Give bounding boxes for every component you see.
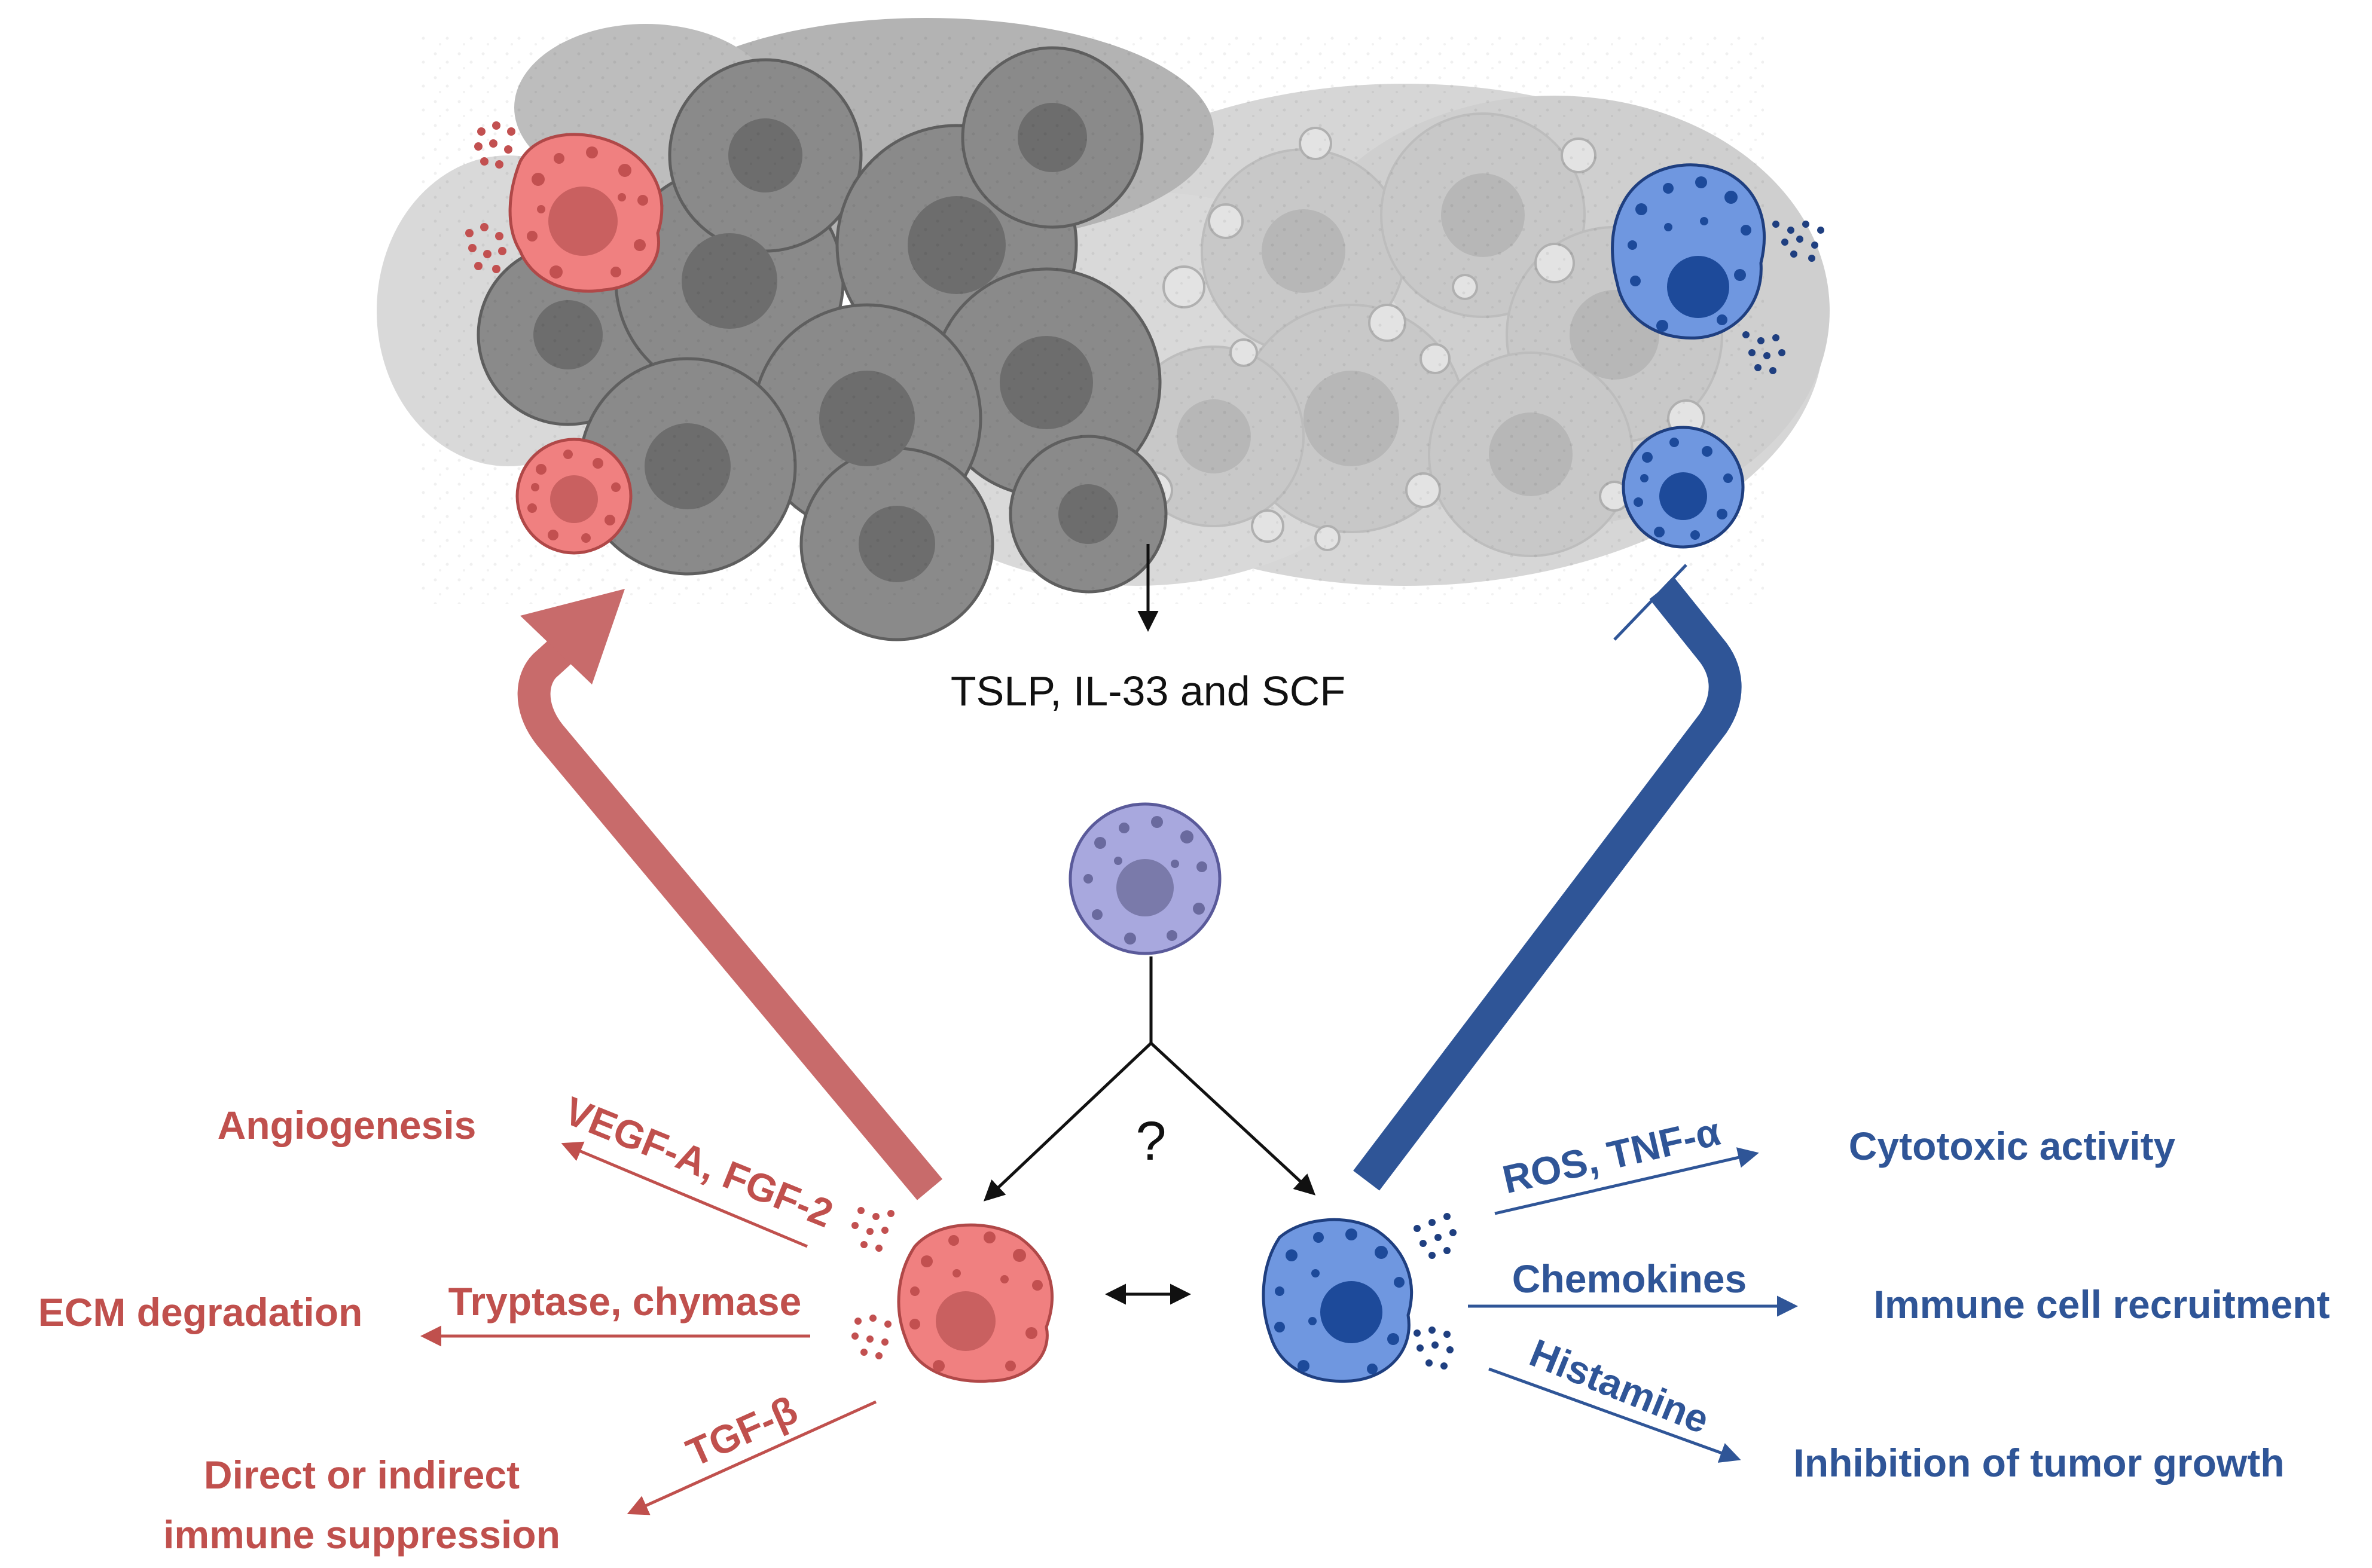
mast-cell-red-icon xyxy=(465,121,664,293)
mast-cell-red-icon xyxy=(515,438,633,555)
mediator-chemokines: Chemokines xyxy=(1512,1257,1747,1301)
mediator-histamine: Histamine xyxy=(1524,1330,1715,1442)
tumor-inhibition-arrow xyxy=(1488,1367,1741,1463)
mast-cell-red-icon xyxy=(851,1207,1054,1383)
outcome-ecm-degradation: ECM degradation xyxy=(38,1290,363,1334)
mediator-tryptase-chymase: Tryptase, chymase xyxy=(448,1279,802,1324)
outcome-immune-suppression-line-2: immune suppression xyxy=(163,1512,560,1557)
outcome-angiogenesis: Angiogenesis xyxy=(218,1103,477,1147)
pro-tumor-promotion-arrow xyxy=(517,589,943,1200)
anti-tumor-inhibition-bar xyxy=(1353,564,1742,1191)
outcome-tumor-inhibition: Inhibition of tumor growth xyxy=(1793,1441,2284,1485)
outcome-cytotoxic-activity: Cytotoxic activity xyxy=(1849,1124,2176,1168)
tumor-tissue-icon xyxy=(377,18,1830,641)
outcome-immune-suppression-line-1: Direct or indirect xyxy=(204,1453,520,1497)
cytokines-label: TSLP, IL-33 and SCF xyxy=(951,668,1345,714)
immune-suppression-arrow xyxy=(627,1400,877,1515)
differentiation-fork xyxy=(983,956,1316,1202)
angiogenesis-arrow xyxy=(561,1141,808,1248)
outcome-immune-recruitment: Immune cell recruitment xyxy=(1874,1282,2330,1326)
anti-tumor-effects: ROS, TNF-α Cytotoxic activity Chemokines… xyxy=(1468,1109,2330,1485)
mast-cell-purple-icon xyxy=(1069,802,1222,955)
pro-tumor-effects: VEGF-A, FGF-2 Angiogenesis Tryptase, chy… xyxy=(38,1088,877,1557)
question-mark: ? xyxy=(1135,1111,1166,1172)
mast-cell-blue-icon xyxy=(1622,426,1745,549)
mediator-vegf-fgf: VEGF-A, FGF-2 xyxy=(558,1088,839,1236)
mast-cell-blue-icon xyxy=(1262,1213,1457,1383)
mast-cell-blue-icon xyxy=(1611,163,1824,374)
cytotoxic-activity-arrow xyxy=(1494,1147,1759,1215)
